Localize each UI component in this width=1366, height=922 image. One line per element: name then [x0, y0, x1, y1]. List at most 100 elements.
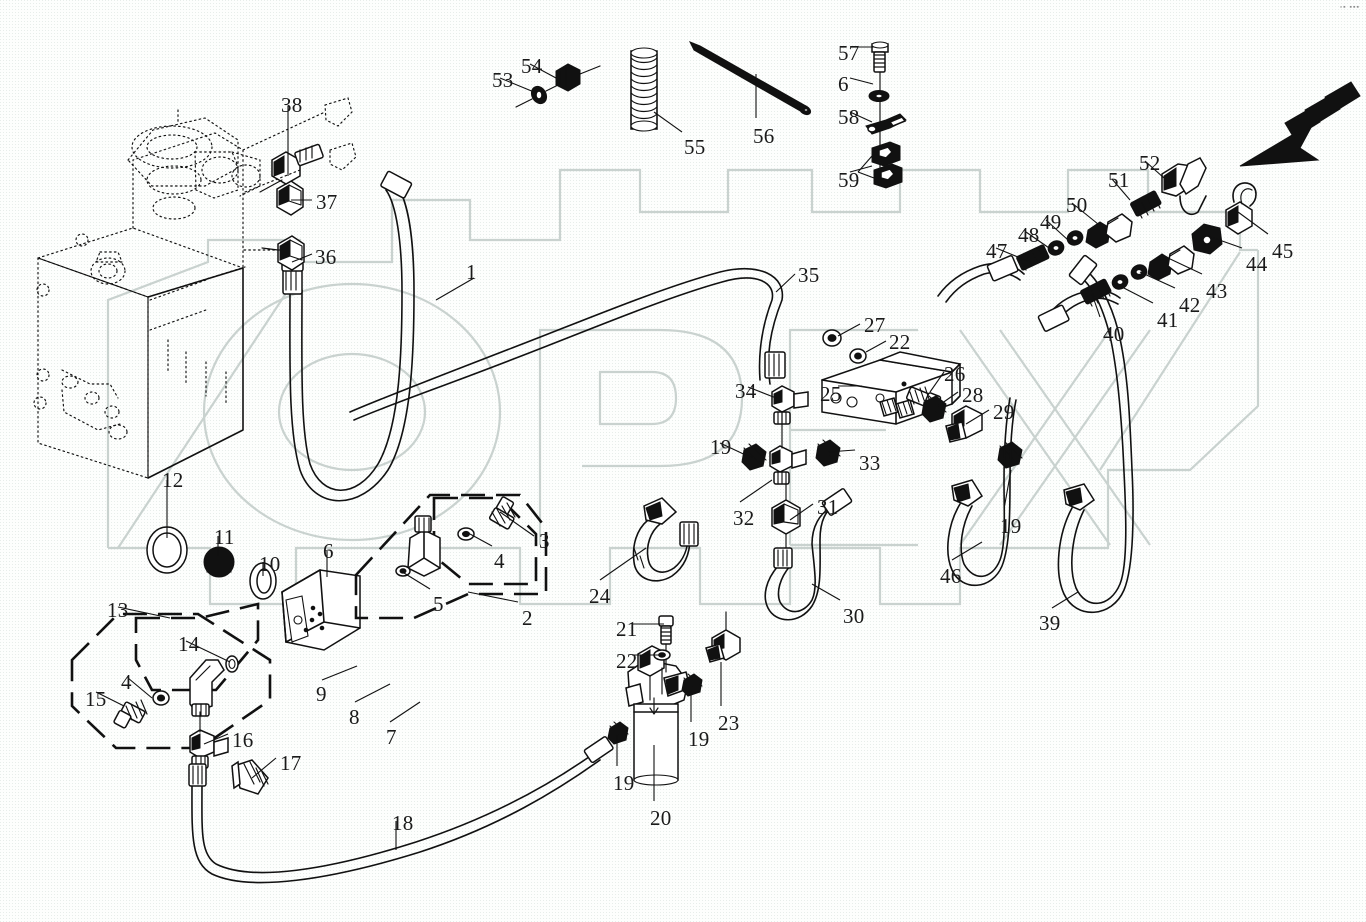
leader-13: [117, 606, 171, 619]
leader-8: [354, 683, 391, 703]
part-43: [1147, 245, 1195, 281]
fitting-chain-upper: [937, 157, 1207, 303]
hose-18: [188, 736, 614, 884]
callout-52: 52: [1139, 151, 1161, 175]
callout-30: 30: [843, 604, 865, 628]
part-47: [1016, 244, 1050, 271]
callout-41: 41: [1157, 308, 1179, 332]
group-boundary-2: [354, 493, 548, 620]
callout-55: 55: [684, 135, 706, 159]
leader-19c: [719, 442, 753, 459]
callout-6: 6: [323, 539, 334, 563]
leader-2: [467, 591, 519, 603]
callout-40: 40: [1103, 322, 1125, 346]
callout-48: 48: [1018, 223, 1040, 247]
connector-17: [231, 759, 269, 795]
callout-9: 9: [316, 682, 327, 706]
washer-27: [822, 329, 842, 347]
callout-38: 38: [281, 93, 303, 117]
callout-leader-lines: [95, 46, 1269, 850]
fitting-38: [271, 143, 324, 185]
callout-58: 58: [838, 105, 860, 129]
hose-46: [947, 397, 1017, 587]
elbow-23: [705, 611, 741, 663]
part-51: [1130, 190, 1162, 219]
part-42: [1130, 264, 1148, 280]
leader-7: [389, 701, 421, 723]
leader-45: [1237, 211, 1269, 235]
part-41: [1111, 274, 1129, 290]
plug-11: [203, 546, 235, 578]
hose-35: [349, 267, 786, 421]
part-53: [515, 82, 563, 108]
callout-27: 27: [864, 313, 886, 337]
corner-mark: ▫▪ ▪▪▪: [1339, 4, 1360, 11]
leader-3: [499, 511, 535, 537]
callout-49: 49: [1040, 210, 1062, 234]
washer-4: [457, 527, 475, 541]
callout-54: 54: [521, 54, 543, 78]
leader-16: [203, 733, 229, 745]
callout-4b: 4: [121, 670, 132, 694]
part-52: [1161, 157, 1207, 216]
valve-5-assembly: [395, 515, 441, 577]
callout-34: 34: [735, 379, 757, 403]
part-49: [1066, 230, 1084, 246]
callout-22a: 22: [616, 649, 638, 673]
rod-56: [688, 41, 812, 116]
callout-50: 50: [1066, 193, 1088, 217]
hose-24: [632, 497, 699, 582]
tee-32: [769, 411, 807, 485]
callout-19d: 19: [1000, 514, 1022, 538]
callout-42: 42: [1179, 293, 1201, 317]
callout-24: 24: [589, 584, 611, 608]
callout-59: 59: [838, 168, 860, 192]
callout-12: 12: [162, 468, 184, 492]
leader-44: [1207, 235, 1243, 249]
bracket-58: [865, 113, 907, 135]
callout-15: 15: [85, 687, 107, 711]
ring-10: [249, 562, 277, 600]
callout-57: 57: [838, 41, 860, 65]
leader-33: [827, 449, 856, 453]
body-6: [281, 569, 361, 651]
callout-28: 28: [962, 383, 984, 407]
callout-19b: 19: [688, 727, 710, 751]
leader-41: [1119, 285, 1154, 304]
callout-36: 36: [315, 245, 337, 269]
leader-30: [811, 583, 841, 601]
nut-31: [771, 483, 801, 553]
bolt-21: [658, 615, 674, 673]
leader-28: [937, 391, 959, 407]
callout-47: 47: [986, 239, 1008, 263]
leader-15: [95, 691, 125, 707]
hose-1-assembly: [242, 97, 415, 502]
fitting-19a: [607, 721, 629, 745]
leader-22b: [865, 340, 887, 353]
elbow-29: [945, 405, 983, 443]
leader-32: [739, 479, 773, 503]
leader-27: [837, 323, 861, 337]
fitting-33: [815, 439, 841, 467]
leader-49: [1045, 219, 1069, 241]
callout-11: 11: [214, 525, 235, 549]
callout-56: 56: [753, 124, 775, 148]
leader-35: [775, 273, 796, 293]
callout-25: 25: [820, 382, 842, 406]
leader-17: [251, 757, 277, 779]
leader-4: [469, 533, 493, 547]
callout-32: 32: [733, 506, 755, 530]
fitting-36: [277, 235, 305, 271]
callout-3: 3: [539, 529, 550, 553]
bolt-15: [113, 699, 148, 729]
watermark-layer: [106, 168, 1260, 606]
part-44: [1191, 223, 1223, 255]
callout-4: 4: [494, 549, 505, 573]
tee-16-assembly: [189, 711, 229, 769]
leader-46: [951, 541, 983, 561]
callout-37: 37: [316, 190, 338, 214]
washer-4b: [152, 690, 170, 706]
callout-19c: 19: [710, 435, 732, 459]
callout-10: 10: [259, 552, 281, 576]
